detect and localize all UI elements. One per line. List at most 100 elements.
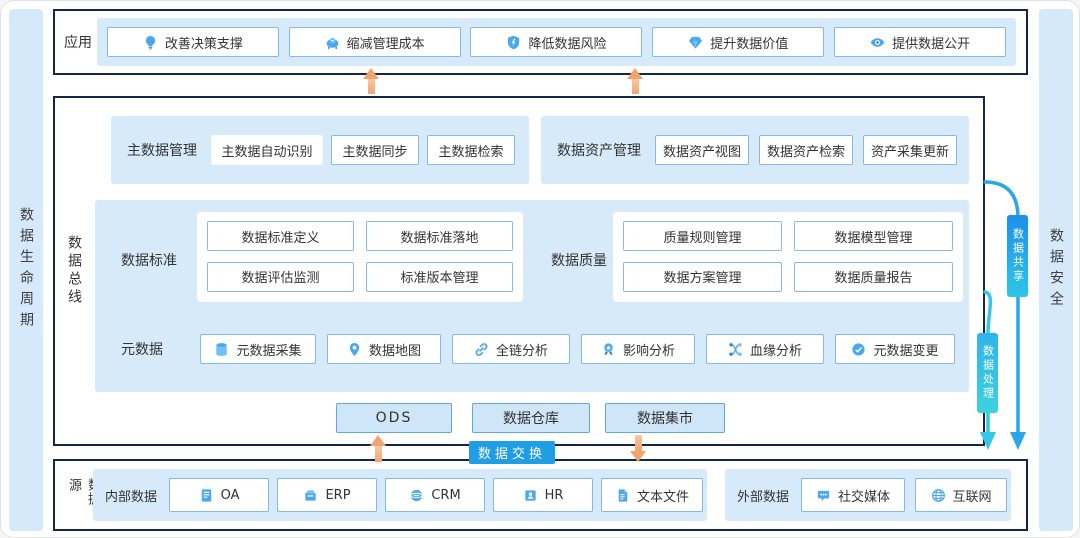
chip-label: 元数据采集: [236, 343, 302, 359]
data-exchange-label: 数据交换: [477, 447, 546, 462]
text-file-icon: [618, 488, 628, 502]
storage-box-ods[interactable]: ODS: [336, 403, 452, 433]
chip-label: 数据资产检索: [766, 144, 845, 160]
bulb-icon: [145, 35, 155, 49]
chip-data-model[interactable]: 数据模型管理: [794, 221, 953, 251]
quality-label: 数据质量: [551, 253, 607, 269]
quality-grid: 质量规则管理 数据模型管理 数据方案管理 数据质量报告: [613, 212, 963, 302]
chip-master-data-search[interactable]: 主数据检索: [427, 135, 515, 165]
chip-standard-evaluation[interactable]: 数据评估监测: [207, 261, 354, 292]
chip-label: 数据方案管理: [663, 271, 742, 286]
chip-metadata-collect[interactable]: 元数据采集: [200, 334, 316, 364]
piggy-bank-icon: [326, 37, 338, 49]
erp-icon: [305, 489, 317, 501]
chip-label: HR: [544, 487, 564, 503]
chip-label: 主数据自动识别: [221, 144, 313, 160]
chip-data-map[interactable]: 数据地图: [327, 334, 441, 364]
chip-social-media[interactable]: 社交媒体: [801, 478, 906, 512]
chip-label: 血缘分析: [749, 343, 802, 359]
chip-label: 质量规则管理: [663, 230, 742, 246]
up-arrow: [363, 68, 379, 94]
chip-quality-rules[interactable]: 质量规则管理: [623, 221, 782, 251]
globe-icon: [931, 488, 945, 502]
chip-label: OA: [220, 487, 240, 503]
storage-label: 数据集市: [637, 411, 693, 427]
chip-quality-plan[interactable]: 数据方案管理: [623, 261, 782, 292]
chip-asset-view[interactable]: 数据资产视图: [655, 135, 749, 165]
chip-label: 数据标准落地: [400, 230, 479, 246]
app-button-label: 改善决策支撑: [164, 36, 243, 52]
storage-box-data-warehouse[interactable]: 数据仓库: [472, 403, 590, 433]
chip-label: 元数据变更: [873, 343, 939, 359]
chip-label: CRM: [431, 487, 461, 503]
hr-icon: [524, 489, 536, 501]
internal-data-panel: 内部数据 OA ERP CRM HR 文本文件: [93, 469, 707, 521]
standards-grid: 数据标准定义 数据标准落地 数据评估监测 标准版本管理: [197, 212, 523, 302]
crm-icon: [410, 489, 423, 501]
app-button-reduce-cost[interactable]: 缩减管理成本: [288, 27, 461, 57]
chip-text-file[interactable]: 文本文件: [601, 478, 704, 512]
app-button-label: 缩减管理成本: [346, 36, 425, 52]
up-arrow: [370, 435, 386, 462]
app-button-increase-value[interactable]: 提升数据价值: [652, 27, 825, 57]
governance-panel: 数据标准 数据标准定义 数据标准落地 数据评估监测 标准版本管理 数据质量 质量…: [95, 200, 969, 392]
chip-label: 资产采集更新: [870, 144, 949, 160]
eye-icon: [870, 37, 885, 47]
data-source-section: 数据源 内部数据 OA ERP CRM HR 文本文件: [53, 459, 1028, 531]
chip-impact-analysis[interactable]: 影响分析: [581, 334, 695, 364]
storage-box-data-mart[interactable]: 数据集市: [605, 403, 725, 433]
chip-oa[interactable]: OA: [169, 478, 270, 512]
chip-label: 数据模型管理: [834, 230, 913, 246]
data-process-badge: 数据处理: [977, 333, 998, 413]
app-button-label: 提供数据公开: [892, 36, 971, 52]
chip-crm[interactable]: CRM: [385, 478, 486, 512]
chip-label: 影响分析: [622, 343, 675, 359]
storage-label: 数据仓库: [503, 411, 559, 427]
chip-internet[interactable]: 互联网: [915, 478, 1008, 512]
internal-data-label: 内部数据: [105, 489, 158, 505]
chip-full-chain-analysis[interactable]: 全链分析: [452, 334, 570, 364]
medal-icon: [604, 342, 613, 355]
chip-standard-version[interactable]: 标准版本管理: [366, 261, 513, 292]
chip-asset-search[interactable]: 数据资产检索: [759, 135, 853, 165]
process-down-arrowhead: [980, 432, 996, 450]
right-rail-label: 数据安全: [1048, 228, 1064, 312]
left-rail-data-lifecycle: 数据生命周期: [9, 9, 43, 531]
chip-asset-collect-update[interactable]: 资产采集更新: [863, 135, 957, 165]
chip-standard-definition[interactable]: 数据标准定义: [207, 221, 354, 251]
app-button-decision-support[interactable]: 改善决策支撑: [106, 27, 279, 57]
data-asset-panel: 数据资产管理 数据资产视图 数据资产检索 资产采集更新: [541, 116, 969, 184]
application-panel: 改善决策支撑 缩减管理成本 降低数据风险 提升数据价值 提供数据公开: [97, 18, 1016, 66]
chip-standard-implementation[interactable]: 数据标准落地: [366, 221, 513, 251]
diamond-icon: [689, 36, 703, 49]
master-data-panel: 主数据管理 主数据自动识别 主数据同步 主数据检索: [111, 116, 529, 184]
left-rail-label: 数据生命周期: [18, 207, 34, 333]
chip-master-data-auto-identify[interactable]: 主数据自动识别: [211, 135, 323, 165]
chip-label: 互联网: [952, 489, 992, 505]
chip-lineage-analysis[interactable]: 血缘分析: [706, 334, 824, 364]
share-process-connectors: [980, 180, 1026, 450]
chip-erp[interactable]: ERP: [277, 478, 378, 512]
metadata-row: 元数据 元数据采集 数据地图 全链分析 影响分: [121, 334, 955, 364]
data-bus-section-label: 数据总线: [66, 235, 82, 307]
data-bus-section: 数据总线 主数据管理 主数据自动识别 主数据同步 主数据检索 数据资产管理 数据…: [53, 96, 985, 446]
chip-hr[interactable]: HR: [493, 478, 594, 512]
share-down-arrowhead: [1010, 432, 1026, 450]
app-button-open-data[interactable]: 提供数据公开: [834, 27, 1007, 57]
application-section: 应用 改善决策支撑 缩减管理成本 降低数据风险 提升数据价值 提供数据公开: [53, 9, 1028, 75]
app-button-reduce-risk[interactable]: 降低数据风险: [470, 27, 643, 57]
right-rail-data-security: 数据安全: [1039, 9, 1073, 531]
data-share-badge: 数据共享: [1007, 215, 1028, 297]
master-data-label: 主数据管理: [127, 143, 197, 159]
chip-label: 数据质量报告: [834, 271, 913, 286]
chip-quality-report[interactable]: 数据质量报告: [794, 261, 953, 292]
chip-master-data-sync[interactable]: 主数据同步: [331, 135, 419, 165]
data-process-label: 数据处理: [981, 345, 995, 401]
map-pin-icon: [349, 342, 360, 356]
lineage-icon: [729, 342, 742, 356]
chip-metadata-change[interactable]: 元数据变更: [835, 334, 955, 364]
chip-label: 数据标准定义: [241, 230, 320, 246]
social-icon: [817, 490, 830, 501]
chip-label: 数据地图: [368, 343, 421, 359]
